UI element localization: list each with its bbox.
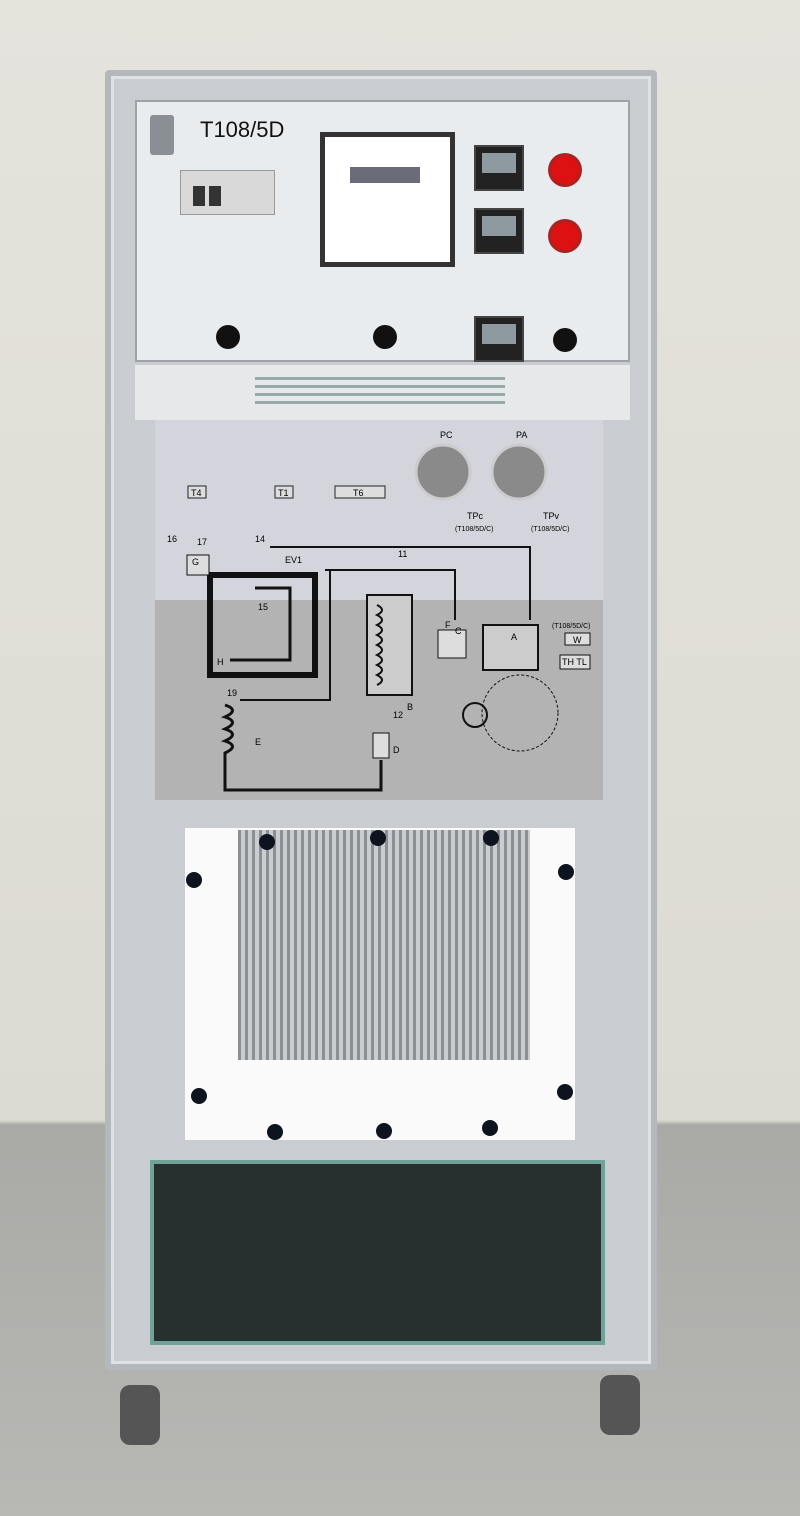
diagram-label: H bbox=[217, 657, 224, 667]
temperature-controller-1[interactable] bbox=[474, 145, 524, 191]
diagram-label: 11 bbox=[398, 549, 407, 559]
diagram-label: G bbox=[192, 557, 199, 567]
chart-recorder bbox=[320, 132, 455, 267]
diagram-label: 19 bbox=[227, 688, 237, 698]
diagram-label: PC bbox=[440, 430, 453, 440]
diagram-label: EV1 bbox=[285, 555, 302, 565]
diagram-label: A bbox=[511, 632, 517, 642]
diagram-label: T1 bbox=[278, 488, 289, 498]
selector-knob-3[interactable] bbox=[553, 328, 577, 352]
bolt bbox=[191, 1088, 207, 1104]
temperature-controller-3[interactable] bbox=[474, 316, 524, 362]
diagram-label: 12 bbox=[393, 710, 403, 720]
logo bbox=[150, 115, 174, 155]
bolt bbox=[259, 834, 275, 850]
gauge-pc: PC bbox=[414, 430, 472, 501]
bolt bbox=[370, 830, 386, 846]
caster-wheel-left bbox=[120, 1385, 160, 1445]
diagram-label: T4 bbox=[191, 488, 202, 498]
red-pilot-lamp-2[interactable] bbox=[551, 222, 579, 250]
diagram-label: (T108/5D/C) bbox=[455, 526, 494, 533]
bolt bbox=[482, 1120, 498, 1136]
bolt bbox=[376, 1123, 392, 1139]
diagram-label: E bbox=[255, 737, 261, 747]
selector-knob-1[interactable] bbox=[216, 325, 240, 349]
diagram-label: 14 bbox=[255, 534, 265, 544]
diagram-label: T6 bbox=[353, 488, 364, 498]
diagram-label: TPv bbox=[543, 511, 560, 521]
instruction-text-strip bbox=[135, 365, 630, 420]
diagram-label: B bbox=[407, 702, 413, 712]
bolt bbox=[186, 872, 202, 888]
selector-knob-2[interactable] bbox=[373, 325, 397, 349]
bolt bbox=[557, 1084, 573, 1100]
compressor-compartment bbox=[150, 1160, 605, 1345]
diagram-label: D bbox=[393, 745, 400, 755]
diagram-label: TH TL bbox=[562, 657, 587, 667]
gauge-pa: PA bbox=[490, 430, 548, 501]
refrigeration-circuit-diagram: PC PA TPc (T108/5D/C) TPv (T108/5D/C) T4 T… bbox=[155, 420, 603, 800]
red-pilot-lamp-1[interactable] bbox=[551, 156, 579, 184]
bolt bbox=[483, 830, 499, 846]
diagram-label: (T108/5D/C) bbox=[531, 526, 570, 533]
diagram-label: 17 bbox=[197, 537, 207, 547]
diagram-label: TPc bbox=[467, 511, 484, 521]
bolt bbox=[267, 1124, 283, 1140]
diagram-label: C bbox=[455, 626, 462, 636]
condenser-fins bbox=[238, 830, 530, 1060]
model-label: T108/5D bbox=[200, 117, 285, 142]
temperature-controller-2[interactable] bbox=[474, 208, 524, 254]
diagram-label: (T108/5D/C) bbox=[552, 623, 591, 630]
diagram-label: 16 bbox=[167, 534, 177, 544]
diagram-label: 15 bbox=[258, 602, 268, 612]
diagram-label: F bbox=[445, 620, 451, 630]
diagram-label: PA bbox=[516, 430, 527, 440]
diagram-label: W bbox=[573, 635, 582, 645]
caster-wheel-right bbox=[600, 1375, 640, 1435]
circuit-breaker[interactable] bbox=[180, 170, 275, 215]
bolt bbox=[558, 864, 574, 880]
